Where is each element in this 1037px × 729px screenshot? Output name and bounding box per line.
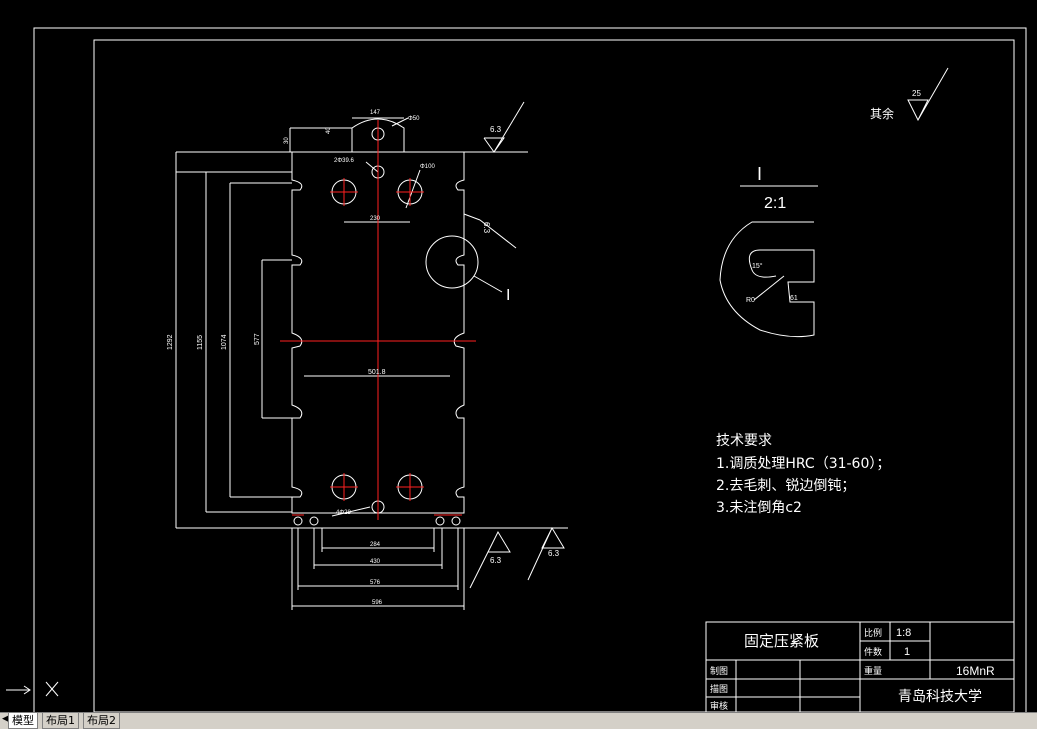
drawing-canvas[interactable]: I 2:1 I 15° R0 61 技术要求 1.调质处理HRC（31-60）；… [0, 0, 1037, 712]
tab-model[interactable]: 模型 [8, 713, 38, 729]
detail-angle: 15° [752, 262, 763, 270]
title-block [705, 621, 1015, 712]
material: 16MnR [956, 664, 995, 678]
roughness-other-label: 其余 [870, 106, 894, 121]
weight-label: 重量 [864, 665, 882, 677]
dim-w1: 284 [370, 542, 381, 548]
detail-width: 61 [790, 295, 798, 302]
roughness-symbols [463, 67, 949, 589]
outer-frame [33, 27, 1027, 712]
inner-frame [93, 39, 1015, 712]
drawn-label: 制图 [710, 665, 728, 677]
roughness-other-value: 25 [912, 89, 921, 98]
tech-req-heading: 技术要求 [716, 433, 772, 449]
dim-hole-dia: Φ100 [420, 164, 435, 170]
layout-tab-bar: ◀▶ 模型 布局1 布局2 [0, 712, 1037, 729]
dim-h4: 577 [254, 333, 261, 345]
dim-side: 30 [284, 137, 290, 144]
roughness-side: 6.3 [482, 222, 491, 234]
dim-slot-width: 147 [370, 110, 381, 116]
detail-radius: R0 [746, 297, 755, 304]
tech-req-item-1: 1.调质处理HRC（31-60）； [716, 456, 890, 472]
center-lines [280, 120, 476, 520]
dim-hole-label: 2Φ39.6 [334, 158, 354, 164]
detail-label: I [757, 164, 762, 184]
detail-view [719, 185, 818, 338]
roughness-bottom-left: 6.3 [490, 556, 502, 565]
dim-hole-spacing: 230 [370, 216, 381, 222]
tab-layout1[interactable]: 布局1 [42, 713, 79, 729]
dim-w3: 576 [370, 580, 381, 586]
dim-bottom-hole: 4Φ28 [336, 510, 351, 516]
checked-label: 审核 [710, 700, 728, 712]
dim-w2: 430 [370, 559, 381, 565]
tab-layout2[interactable]: 布局2 [83, 713, 120, 729]
part-name: 固定压紧板 [744, 632, 819, 650]
school-name: 青岛科技大学 [898, 689, 982, 705]
scale-value: 1:8 [896, 627, 911, 639]
detail-scale: 2:1 [764, 195, 786, 212]
tech-req-item-3: 3.未注倒角c2 [716, 500, 802, 516]
dim-h3: 1074 [221, 334, 228, 350]
dim-bolt-span: 501.8 [368, 369, 386, 376]
dim-slot-dia: Φ50 [408, 116, 420, 122]
dim-small: 40 [326, 127, 332, 134]
quantity-value: 1 [904, 646, 910, 658]
dim-h2: 1155 [197, 335, 204, 350]
traced-label: 描图 [710, 683, 728, 695]
tech-req-item-2: 2.去毛刺、锐边倒钝； [716, 478, 855, 494]
dim-total-height: 1292 [167, 334, 174, 350]
roughness-bottom-right: 6.3 [548, 549, 560, 558]
dim-w4: 596 [372, 600, 383, 606]
detail-callout: I [506, 287, 510, 304]
plate-view [175, 117, 568, 610]
roughness-top: 6.3 [490, 125, 502, 134]
ucs-axis-icon [6, 681, 59, 697]
quantity-label: 件数 [864, 646, 882, 658]
scale-label: 比例 [864, 627, 882, 639]
